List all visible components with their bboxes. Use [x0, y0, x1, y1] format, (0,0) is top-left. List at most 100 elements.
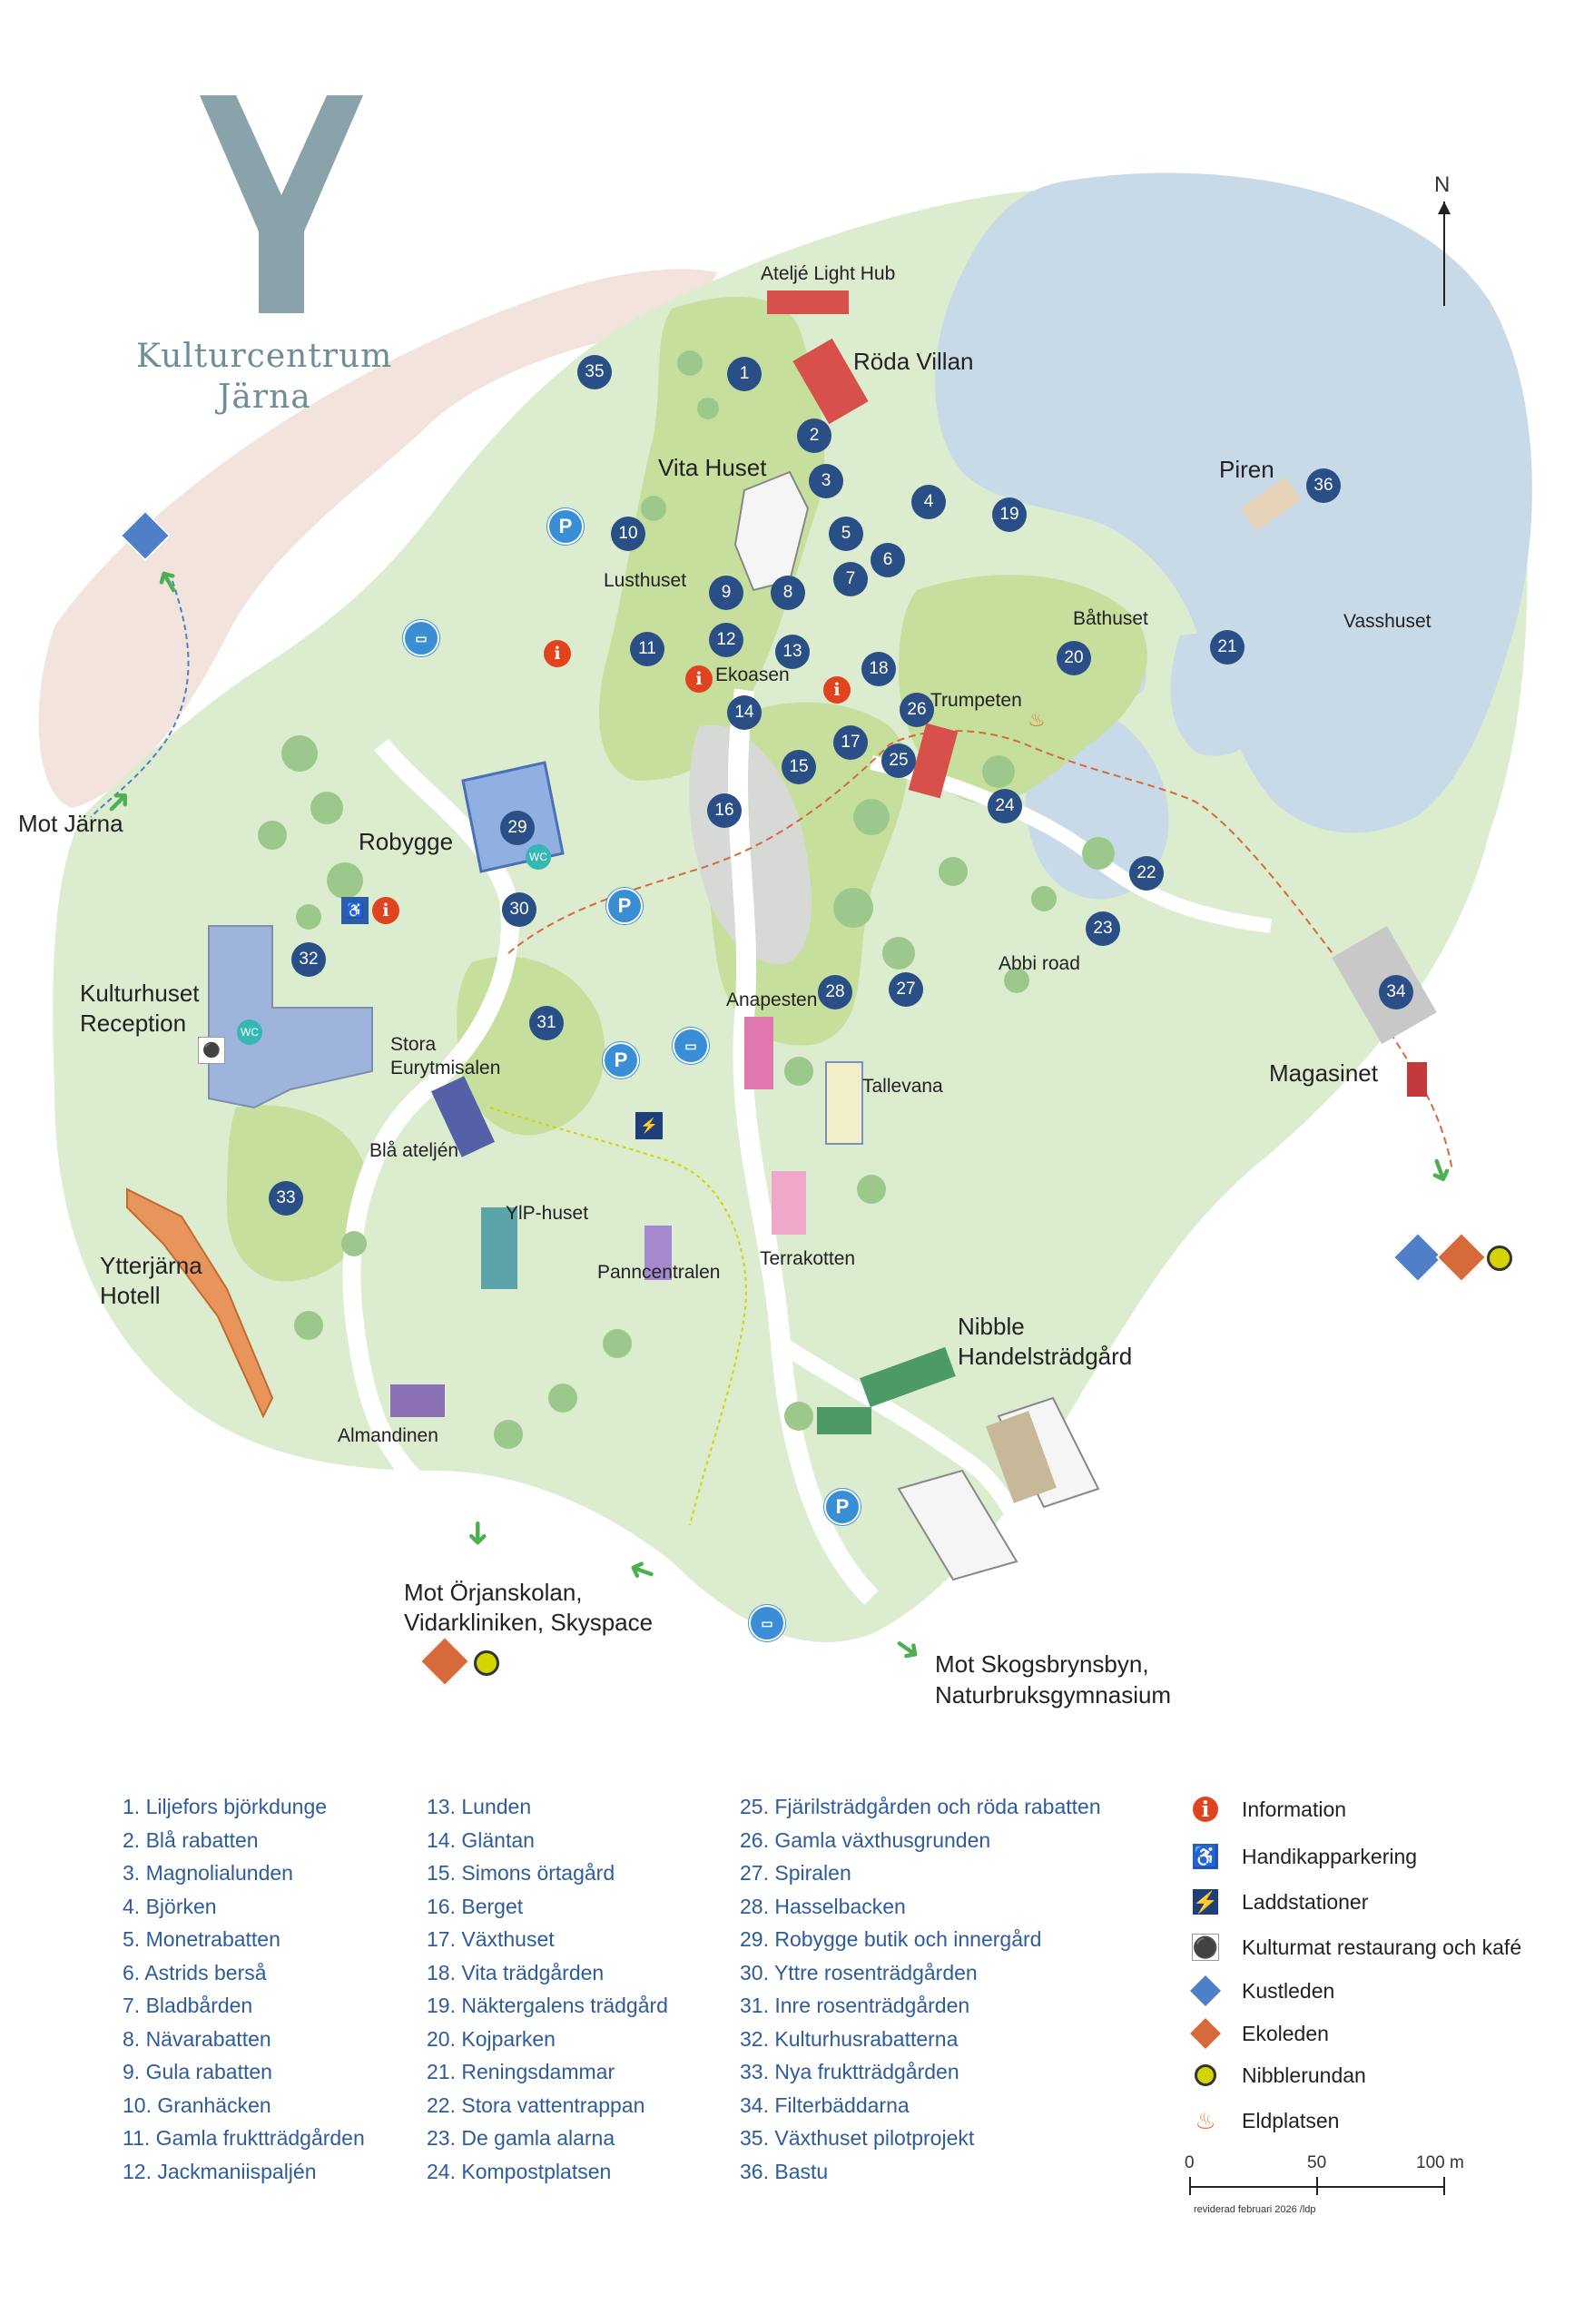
legend-item: 1. Liljefors björkdunge — [123, 1795, 328, 1818]
building-tallevana — [825, 1061, 863, 1145]
map-marker-28: 28 — [818, 975, 852, 1009]
map-marker-36: 36 — [1306, 468, 1341, 503]
map-marker-3: 3 — [809, 464, 843, 498]
map-marker-4: 4 — [911, 485, 946, 519]
legend-item: 18. Vita trädgården — [427, 1960, 605, 1984]
label-ylp: YlP-huset — [506, 1203, 589, 1224]
bus-icon: ▭ — [673, 1028, 709, 1064]
legend-symbol-label: Kulturmat restaurang och kafé — [1242, 1935, 1522, 1959]
legend-item: 17. Växthuset — [427, 1927, 555, 1951]
map-marker-30: 30 — [502, 892, 536, 927]
map-marker-9: 9 — [709, 576, 743, 610]
map-marker-31: 31 — [529, 1006, 564, 1040]
info-icon: i — [685, 665, 713, 693]
building-bla-ateljen — [430, 1076, 496, 1157]
ponds — [1026, 626, 1262, 900]
building-atelje — [767, 290, 849, 314]
bus-icon: ▭ — [749, 1605, 785, 1641]
legend-item: 8. Nävarabatten — [123, 2026, 271, 2051]
legend-symbol-label: Nibblerundan — [1242, 2063, 1366, 2087]
legend-symbol-label: Ekoleden — [1242, 2021, 1329, 2045]
label-magasinet: Magasinet — [1269, 1059, 1378, 1087]
map-marker-8: 8 — [771, 576, 805, 610]
legend-item: 32. Kulturhusrabatterna — [740, 2026, 959, 2051]
charging-station-icon: ⚡ — [1192, 1889, 1219, 1915]
restaurant-icon: ⚫ — [198, 1037, 225, 1064]
building-roda-villan — [792, 338, 869, 425]
legend-symbol-label: Information — [1242, 1797, 1347, 1821]
map-marker-1: 1 — [727, 357, 762, 391]
info-icon: i — [1189, 1793, 1222, 1826]
legend-symbol-nibblerundan: Nibblerundan — [1189, 2059, 1366, 2092]
legend-item: 25. Fjärilsträdgården och röda rabatten — [740, 1795, 1101, 1818]
legend-item: 6. Astrids berså — [123, 1960, 267, 1984]
label-robygge: Robygge — [359, 828, 454, 855]
revision-note: reviderad februari 2026 /ldp — [1194, 2204, 1316, 2215]
label-roda-villan: Röda Villan — [853, 348, 974, 375]
map-marker-15: 15 — [782, 750, 816, 784]
map-marker-13: 13 — [775, 635, 810, 669]
handicap-parking-icon: ♿ — [341, 897, 369, 924]
legend-item: 28. Hasselbacken — [740, 1894, 906, 1918]
nibble-path — [489, 1107, 747, 1526]
building-nibble-greenhouse — [860, 1346, 956, 1408]
map-marker-12: 12 — [709, 623, 743, 657]
map-marker-27: 27 — [889, 972, 923, 1007]
label-nibble: Nibble Handelsträdgård — [958, 1313, 1133, 1370]
legend-symbol-label: Handikapparkering — [1242, 1844, 1418, 1868]
legend-symbol-ekoleden: Ekoleden — [1189, 2017, 1329, 2050]
label-panncentralen: Panncentralen — [597, 1262, 721, 1283]
map-marker-19: 19 — [992, 497, 1027, 532]
legend-symbol-kustleden: Kustleden — [1189, 1974, 1334, 2007]
label-lusthuset: Lusthuset — [604, 570, 687, 591]
nibblerundan-icon — [1189, 2059, 1222, 2092]
legend-symbol-label: Eldplatsen — [1242, 2108, 1340, 2132]
lawn-east — [899, 575, 1147, 804]
legend-column-3: 25. Fjärilsträdgården och röda rabatten … — [740, 1790, 1101, 2188]
legend-symbol-charging: ⚡ Laddstationer — [1189, 1886, 1368, 1918]
map-marker-14: 14 — [727, 695, 762, 730]
label-tallevana: Tallevana — [862, 1076, 943, 1097]
ekoleden-icon — [1189, 2017, 1222, 2050]
map-marker-23: 23 — [1086, 911, 1120, 946]
legend-item: 22. Stora vattentrappan — [427, 2093, 645, 2117]
legend-column-2: 13. Lunden 14. Gläntan 15. Simons örtagå… — [427, 1790, 668, 2188]
label-almandinen: Almandinen — [338, 1425, 438, 1446]
legend-symbol-info: i Information — [1189, 1793, 1346, 1826]
legend-item: 36. Bastu — [740, 2159, 829, 2183]
parking-icon: P — [824, 1489, 861, 1525]
legend-item: 11. Gamla fruktträdgården — [123, 2126, 365, 2150]
legend-item: 13. Lunden — [427, 1795, 532, 1818]
info-icon: i — [544, 640, 571, 667]
legend-item: 14. Gläntan — [427, 1827, 535, 1852]
map-marker-35: 35 — [577, 355, 612, 389]
legend-item: 7. Bladbården — [123, 1994, 253, 2017]
legend-item: 12. Jackmaniispaljén — [123, 2159, 317, 2183]
map-marker-7: 7 — [833, 562, 868, 596]
label-bathuset: Båthuset — [1073, 608, 1148, 629]
path-south — [776, 1336, 1040, 1637]
legend-column-1: 1. Liljefors björkdunge 2. Blå rabatten … — [123, 1790, 365, 2188]
info-icon: i — [372, 897, 399, 924]
handicap-parking-icon: ♿ — [1192, 1844, 1219, 1869]
arrow-south-icon: ➜ — [460, 1519, 498, 1548]
legend-item: 5. Monetrabatten — [123, 1927, 280, 1951]
building-almandinen — [390, 1384, 445, 1417]
compass-arrow-head — [1438, 202, 1451, 214]
legend-item: 27. Spiralen — [740, 1861, 851, 1885]
brand-logo — [200, 95, 363, 313]
label-mot-skogsbrynsbyn: Mot Skogsbrynsbyn, — [935, 1650, 1149, 1678]
label-stora: Stora Eurytmisalen — [390, 1034, 501, 1079]
building-nibble-greenhouse2 — [817, 1407, 871, 1434]
brand-line-1: Kulturcentrum — [136, 338, 393, 375]
restaurant-icon: ⚫ — [1189, 1931, 1222, 1964]
map-marker-17: 17 — [833, 725, 868, 760]
label-abbi-road: Abbi road — [999, 953, 1080, 974]
legend-item: 2. Blå rabatten — [123, 1827, 259, 1852]
map-marker-20: 20 — [1057, 641, 1091, 675]
legend-item: 16. Berget — [427, 1894, 524, 1918]
scale-tick — [1443, 2177, 1445, 2195]
legend-item: 24. Kompostplatsen — [427, 2159, 612, 2183]
lake — [935, 172, 1532, 833]
building-magasinet — [1407, 1062, 1427, 1097]
